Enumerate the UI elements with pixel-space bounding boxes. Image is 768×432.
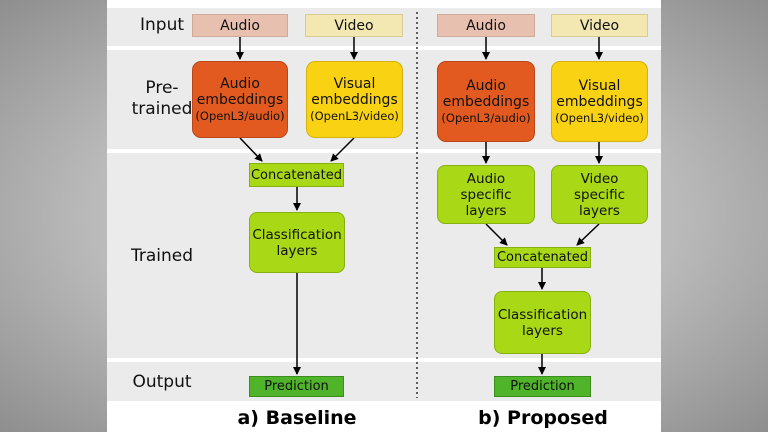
proposed-audio-embeddings-subtitle: (OpenL3/audio) <box>441 110 531 125</box>
row-label-pretrained: Pre- trained <box>131 78 193 119</box>
baseline-prediction: Prediction <box>249 376 344 397</box>
arrow-base-audio-concat <box>239 137 263 162</box>
caption-baseline: a) Baseline <box>237 407 357 429</box>
proposed-audio-embeddings-title: Audio embeddings <box>442 77 530 110</box>
proposed-classification-layers: Classification layers <box>494 291 591 354</box>
row-label-output: Output <box>132 372 192 392</box>
proposed-audio-embeddings: Audio embeddings (OpenL3/audio) <box>437 61 535 142</box>
proposed-prediction: Prediction <box>494 376 591 397</box>
proposed-visual-embeddings: Visual embeddings (OpenL3/video) <box>551 61 648 142</box>
proposed-visual-embeddings-subtitle: (OpenL3/video) <box>555 110 644 125</box>
connector-arrows <box>236 12 603 398</box>
proposed-audio-specific-layers: Audio specific layers <box>437 165 535 224</box>
baseline-input-video: Video <box>305 14 403 37</box>
proposed-video-specific-layers: Video specific layers <box>551 165 648 224</box>
row-label-input: Input <box>139 15 185 35</box>
diagram-slide: Input Pre- trained Trained Output <box>107 0 661 432</box>
row-label-trained: Trained <box>130 246 194 266</box>
caption-proposed: b) Proposed <box>478 407 608 429</box>
proposed-visual-embeddings-title: Visual embeddings <box>556 77 643 110</box>
arrow-prop-audio-concat <box>485 223 508 246</box>
baseline-visual-embeddings: Visual embeddings (OpenL3/video) <box>306 61 403 138</box>
baseline-classification-layers: Classification layers <box>249 212 345 273</box>
proposed-input-audio: Audio <box>437 14 535 37</box>
baseline-audio-embeddings-title: Audio embeddings <box>196 75 284 108</box>
baseline-audio-embeddings-subtitle: (OpenL3/audio) <box>195 108 285 123</box>
arrow-base-video-concat <box>330 137 355 162</box>
baseline-visual-embeddings-subtitle: (OpenL3/video) <box>310 108 399 123</box>
baseline-input-audio: Audio <box>192 14 288 37</box>
arrow-prop-video-concat <box>576 223 600 246</box>
baseline-concatenated: Concatenated <box>249 163 344 187</box>
proposed-concatenated: Concatenated <box>494 247 591 268</box>
proposed-input-video: Video <box>551 14 648 37</box>
baseline-visual-embeddings-title: Visual embeddings <box>311 75 398 108</box>
baseline-audio-embeddings: Audio embeddings (OpenL3/audio) <box>192 61 288 138</box>
